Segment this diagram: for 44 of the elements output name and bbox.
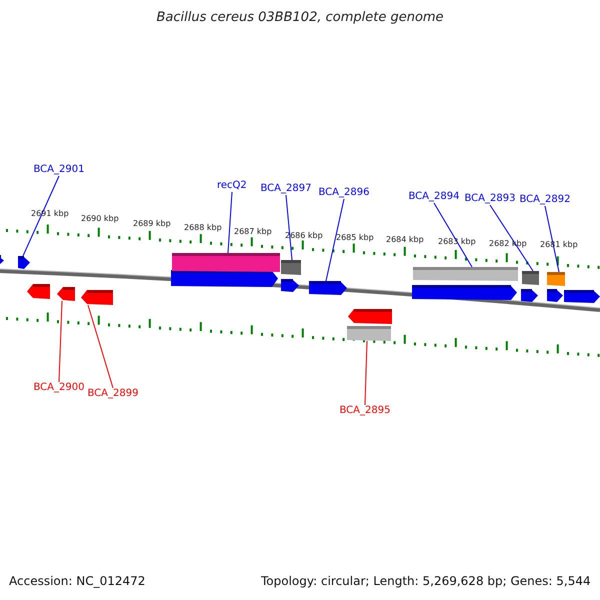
gene-segment bbox=[309, 281, 347, 295]
gene-segment bbox=[547, 272, 565, 286]
gene-segment bbox=[81, 290, 113, 305]
gene-segment bbox=[57, 287, 75, 301]
gene-segment bbox=[521, 289, 538, 302]
gene-segment bbox=[522, 271, 539, 285]
gene-segment bbox=[18, 256, 30, 269]
leader-line bbox=[434, 202, 472, 268]
leader-line bbox=[286, 194, 292, 260]
axis-tick-label: 2685 kbp bbox=[336, 233, 374, 243]
gene-segment bbox=[27, 284, 50, 299]
axis-tick-label: 2690 kbp bbox=[81, 214, 119, 224]
gene-label: recQ2 bbox=[217, 180, 247, 192]
gene-label: BCA_2896 bbox=[318, 187, 370, 199]
gene-label: BCA_2899 bbox=[88, 388, 138, 400]
leader-line bbox=[326, 198, 344, 282]
leader-line bbox=[22, 176, 60, 256]
gene-segment bbox=[348, 309, 392, 324]
leader-line bbox=[364, 340, 368, 406]
axis-tick-label: 2688 kbp bbox=[184, 223, 222, 233]
gene-label: BCA_2894 bbox=[408, 191, 460, 203]
axis-tick-label: 2684 kbp bbox=[386, 235, 424, 245]
gene-label: BCA_2900 bbox=[34, 382, 84, 394]
gene-label: BCA_2897 bbox=[260, 183, 312, 195]
gene-segment bbox=[413, 267, 518, 281]
gene-segment bbox=[347, 326, 391, 341]
axis-tick-label: 2689 kbp bbox=[133, 219, 171, 229]
gene-label: BCA_2893 bbox=[464, 193, 516, 205]
gene-segment bbox=[172, 253, 280, 272]
title: Bacillus cereus 03BB102, complete genome bbox=[156, 10, 444, 26]
leader-line bbox=[228, 192, 232, 254]
gene-segment bbox=[412, 285, 517, 300]
gene-label: BCA_2892 bbox=[520, 194, 570, 206]
leader-line bbox=[58, 300, 62, 382]
accession-text: Accession: NC_012472 bbox=[9, 574, 146, 588]
gene-segment bbox=[0, 255, 4, 266]
gene-label: BCA_2901 bbox=[34, 164, 84, 176]
gene-segment bbox=[281, 260, 301, 275]
leader-line bbox=[88, 304, 114, 388]
gene-label: BCA_2895 bbox=[340, 405, 390, 417]
gene-segment bbox=[547, 289, 563, 302]
gene-segment bbox=[281, 279, 299, 292]
genome-summary-text: Topology: circular; Length: 5,269,628 bp; Genes: 5,544 bbox=[261, 574, 591, 588]
axis-tick-label: 2687 kbp bbox=[234, 227, 272, 237]
